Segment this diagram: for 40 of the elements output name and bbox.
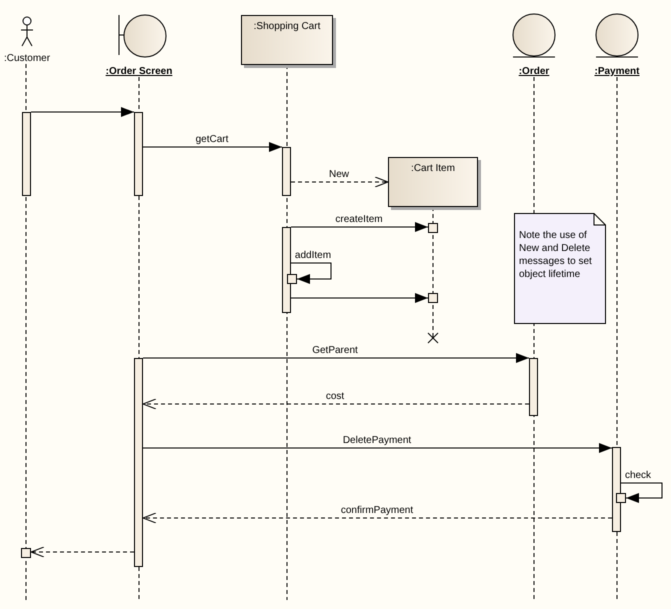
activation-bar [282, 147, 291, 196]
return-message-arrow [30, 546, 134, 558]
self-message-arrow [620, 482, 662, 503]
message-label: getCart [196, 134, 228, 145]
message-label: GetParent [312, 345, 358, 356]
note-text: Note the use of New and Delete messages to set object lifetime [519, 229, 593, 281]
message-arrow [30, 107, 134, 117]
message-label: createItem [335, 214, 383, 225]
return-message-arrow [142, 512, 612, 524]
message-arrow [290, 293, 428, 303]
message-arrow [290, 222, 428, 232]
message-label: confirmPayment [340, 505, 414, 516]
self-message-arrow [290, 262, 332, 284]
message-arrow [142, 443, 612, 453]
message-arrow [142, 142, 282, 152]
activation-bar [134, 358, 143, 567]
activation-box [428, 223, 438, 233]
message-arrow [142, 353, 530, 363]
activation-box [287, 274, 297, 284]
return-message-arrow [290, 176, 388, 188]
activation-bar [529, 358, 538, 416]
object-box: :Cart Item [388, 157, 478, 207]
activation-box [428, 293, 438, 303]
participant-name: :Order Screen [104, 66, 174, 77]
participant-name: :Customer [2, 53, 52, 64]
message-label: New [329, 169, 349, 180]
object-box: :Shopping Cart [241, 15, 333, 65]
activation-bar [22, 112, 31, 196]
activation-bar [134, 112, 143, 196]
activation-bar [612, 447, 621, 532]
activation-box [21, 548, 31, 558]
message-label: cost [326, 391, 344, 402]
activation-box [616, 493, 626, 503]
message-label: DeletePayment [342, 435, 412, 446]
message-label: addItem [294, 250, 332, 261]
activation-bar [282, 227, 291, 313]
participant-name: :Order [518, 66, 550, 77]
participant-name: :Payment [593, 66, 640, 77]
message-label: check [624, 470, 652, 481]
return-message-arrow [142, 398, 530, 410]
